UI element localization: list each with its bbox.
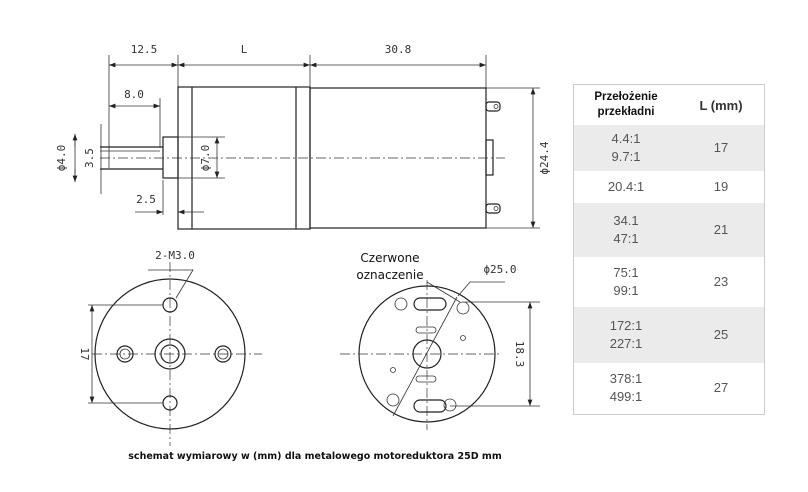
- table-row: 4.4:1 9.7:1 17: [573, 125, 765, 171]
- ratio: 227:1: [609, 336, 643, 351]
- ratio: 499:1: [609, 389, 643, 405]
- dim-motor-length: 30.8: [385, 43, 412, 56]
- ratio: 378:1: [609, 371, 643, 387]
- dim-gearbox-length: L: [241, 43, 248, 56]
- dim-flat-length: 8.0: [124, 88, 144, 101]
- ratio-cell: 34.1 47:1: [573, 203, 678, 257]
- rear-view: 18.3 ϕ25.0 Czerwone oznaczenie: [340, 251, 540, 430]
- ratio-cell: 378:1 499:1: [574, 363, 679, 414]
- dim-body-diameter: ϕ25.0: [483, 263, 516, 276]
- gear-ratio-table: Przełożenie przekładni L (mm) 4.4:1 9.7:1…: [573, 84, 765, 415]
- dim-shaft-length: 12.5: [131, 43, 158, 56]
- dim-screw-spacing: 17: [78, 347, 91, 360]
- table-row: 172:1 227:1 25: [573, 307, 765, 363]
- ratio-cell: 4.4:1 9.7:1: [573, 125, 678, 171]
- table-row: 75:1 99:1 23: [574, 257, 765, 307]
- dim-terminal-spacing: 18.3: [513, 341, 526, 368]
- ratio: 99:1: [613, 283, 639, 298]
- terminal: [485, 203, 501, 214]
- drawing-caption: schemat wymiarowy w (mm) dla metalowego …: [128, 451, 502, 462]
- ratio: 47:1: [613, 231, 639, 246]
- side-view: 12.5 L 30.8 8.0 ϕ4.0 3.5 ϕ7.0 2.: [55, 43, 551, 230]
- ratio: 20.4:1: [607, 179, 645, 194]
- ratio: 172:1: [609, 318, 643, 333]
- length-value: 21: [678, 203, 765, 257]
- length-value: 27: [713, 380, 729, 396]
- length-value: 19: [713, 179, 729, 194]
- table-header: Przełożenie przekładni L (mm): [574, 85, 765, 126]
- ratio: 75:1: [613, 265, 639, 280]
- red-mark-label-line1: Czerwone: [360, 251, 419, 265]
- header-ratio: Przełożenie przekładni: [594, 91, 658, 118]
- ratio: 4.4:1: [611, 131, 641, 146]
- table-row: 34.1 47:1 21: [573, 203, 765, 257]
- ratio-cell: 172:1 227:1: [573, 307, 678, 363]
- dim-motor-diameter: ϕ24.4: [538, 141, 551, 174]
- ratio-cell: 20.4:1: [574, 171, 679, 203]
- table-row: 378:1 499:1 27: [574, 363, 765, 414]
- front-view: 17 2-M3.0: [78, 249, 262, 446]
- shaft-boss: [162, 136, 179, 179]
- terminal: [485, 101, 501, 112]
- dim-shaft-diameter: ϕ4.0: [55, 145, 68, 172]
- dim-boss-diameter: ϕ7.0: [199, 145, 212, 172]
- length-value: 23: [713, 274, 729, 289]
- header-length: L (mm): [699, 97, 743, 113]
- ratio-cell: 75:1 99:1: [574, 257, 679, 307]
- length-value: 17: [678, 125, 765, 171]
- dim-flat-width: 3.5: [83, 148, 96, 168]
- ratio: 34.1: [613, 213, 639, 228]
- table-row: 20.4:1 19: [574, 171, 765, 203]
- dim-boss-length: 2.5: [136, 193, 156, 206]
- ratio: 9.7:1: [611, 149, 641, 164]
- red-mark-label-line2: oznaczenie: [356, 268, 423, 282]
- dim-screw-thread: 2-M3.0: [155, 249, 195, 262]
- length-value: 25: [678, 307, 765, 363]
